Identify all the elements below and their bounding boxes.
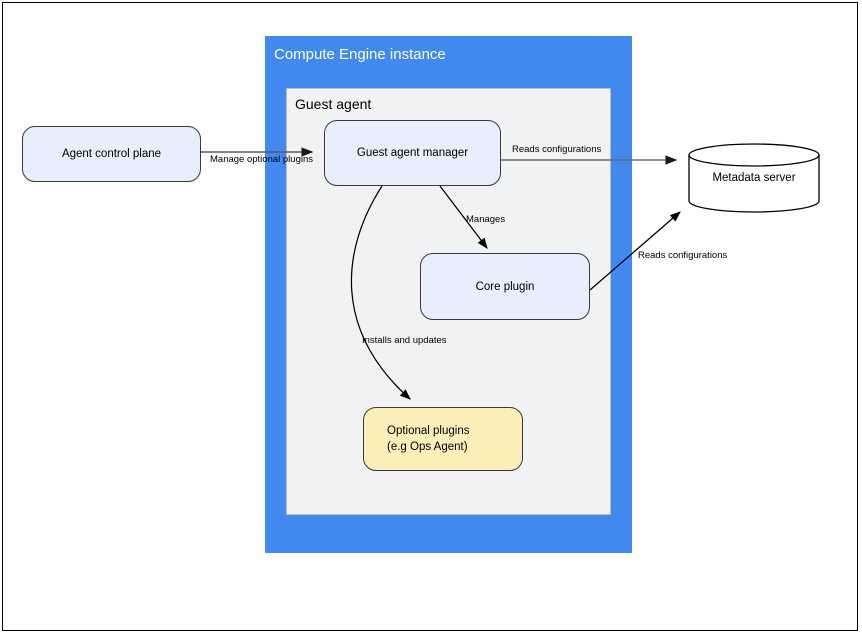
node-optional-plugins-label-line1: Optional plugins — [387, 425, 470, 437]
node-optional-plugins-label: Optional plugins (e.g Ops Agent) — [387, 423, 469, 455]
node-agent-control-plane-label: Agent control plane — [61, 148, 162, 160]
node-core-plugin-label: Core plugin — [475, 280, 535, 293]
node-optional-plugins[interactable]: Optional plugins (e.g Ops Agent) — [363, 407, 523, 471]
edge-label-manages: Manages — [466, 214, 506, 225]
node-core-plugin[interactable]: Core plugin — [420, 253, 590, 320]
edge-label-reads-configurations-core: Reads configurations — [638, 250, 728, 261]
node-metadata-server[interactable]: Metadata server — [688, 143, 820, 213]
edge-label-reads-configurations-manager: Reads configurations — [512, 144, 602, 155]
node-guest-agent-manager-label: Guest agent manager — [356, 147, 469, 159]
edge-label-installs-and-updates: Installs and updates — [362, 335, 447, 346]
node-agent-control-plane[interactable]: Agent control plane — [22, 126, 201, 182]
container-guest-agent-label: Guest agent — [295, 96, 372, 112]
node-optional-plugins-label-line2: (e.g Ops Agent) — [387, 441, 468, 453]
cylinder-icon — [688, 143, 820, 213]
container-compute-engine-instance-label: Compute Engine instance — [274, 46, 446, 63]
edge-label-manage-optional-plugins: Manage optional plugins — [210, 154, 313, 165]
node-guest-agent-manager[interactable]: Guest agent manager — [324, 120, 501, 186]
